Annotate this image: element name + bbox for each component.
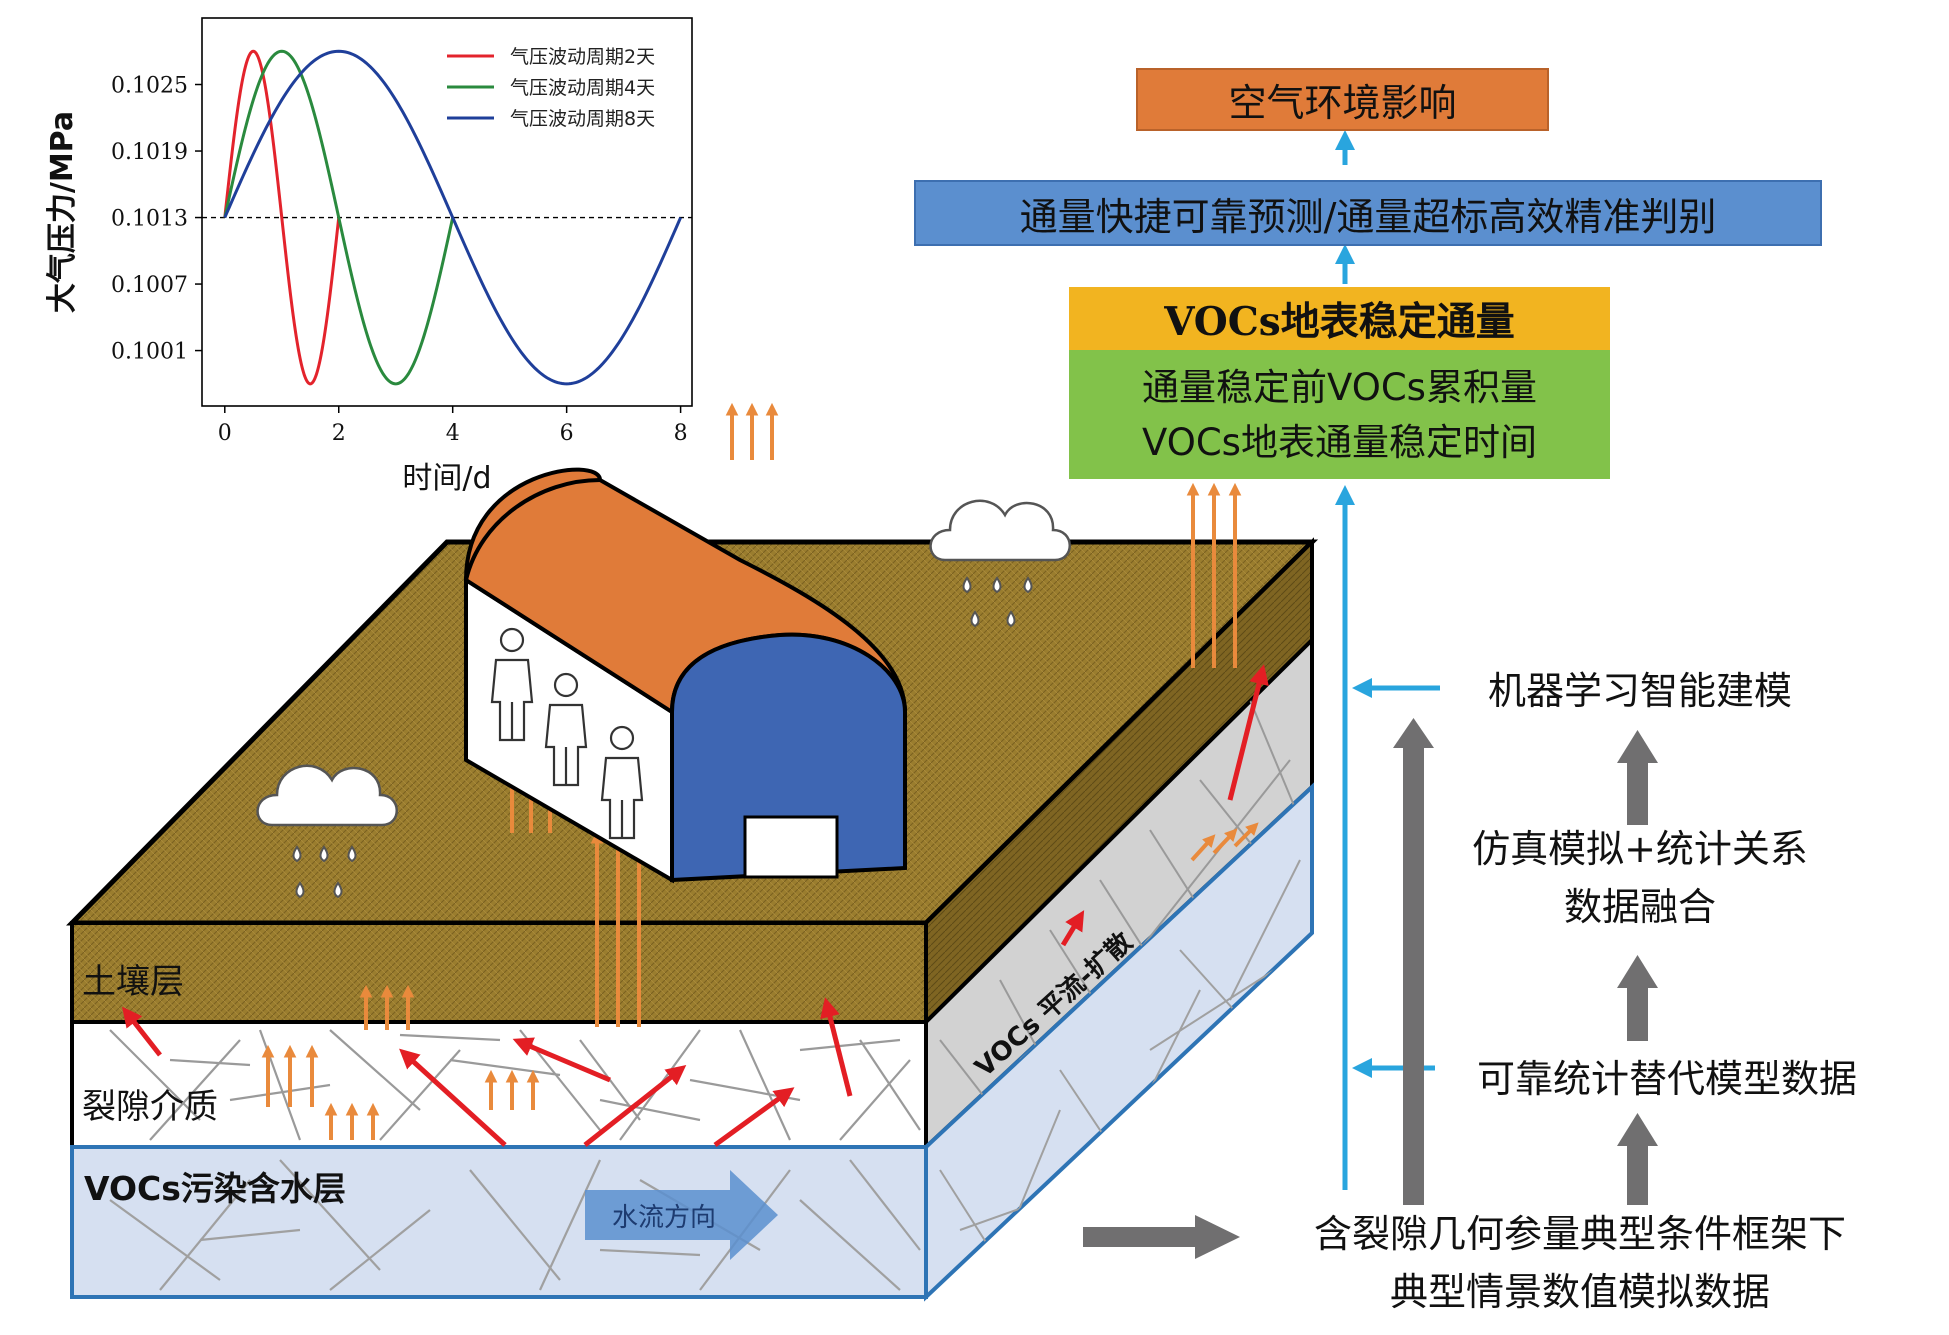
building [463, 467, 908, 884]
y-tick-label: 0.1013 [111, 207, 188, 232]
people-icons [490, 627, 644, 840]
geologic-block: 土壤层 裂隙介质 VOCs污染含水层 水流方向 VOCs 平流-扩散 [66, 402, 1319, 1302]
air-impact-box: 空气环境影响 [1136, 68, 1549, 131]
stable-flux-label: VOCs地表稳定通量 [1164, 298, 1515, 345]
pressure-chart: 0.1001 0.1007 0.1013 0.1019 0.1025 0 2 4 6 8 气压波… [45, 17, 693, 496]
ml-modeling-text: 机器学习智能建模 [1487, 669, 1792, 713]
legend-label: 气压波动周期2天 [510, 46, 655, 68]
water-flow-arrow [585, 1170, 778, 1260]
stable-time-label: VOCs地表通量稳定时间 [1142, 420, 1537, 464]
water-flow-label: 水流方向 [612, 1203, 716, 1233]
surrogate-data-text: 可靠统计替代模型数据 [1476, 1057, 1857, 1101]
cloud-icon [929, 499, 1071, 628]
legend-label: 气压波动周期8天 [510, 108, 655, 130]
accumulation-box: 通量稳定前VOCs累积量 VOCs地表通量稳定时间 [1069, 350, 1610, 479]
stable-flux-box: VOCs地表稳定通量 [1069, 287, 1610, 350]
y-tick-label: 0.1025 [111, 74, 188, 99]
accumulation-label: 通量稳定前VOCs累积量 [1142, 365, 1537, 409]
numerical-line1: 含裂隙几何参量典型条件框架下 [1313, 1212, 1846, 1256]
simulation-line1: 仿真模拟+统计关系 [1472, 827, 1808, 871]
y-tick-label: 0.1001 [111, 340, 188, 365]
prediction-label: 通量快捷可靠预测/通量超标高效精准判别 [1019, 194, 1717, 239]
simulation-line2: 数据融合 [1563, 885, 1716, 929]
x-tick-label: 4 [446, 421, 460, 446]
soil-layer-front [70, 921, 928, 1024]
numerical-line2: 典型情景数值模拟数据 [1389, 1270, 1770, 1314]
fracture-layer-label: 裂隙介质 [82, 1087, 218, 1127]
series-line-1 [223, 49, 341, 386]
x-tick-label: 6 [560, 421, 574, 446]
orange-arrow [1190, 834, 1216, 862]
aquifer-layer-side [924, 782, 1314, 1302]
y-tick-label: 0.1007 [111, 273, 188, 298]
cloud-icon [256, 764, 398, 899]
x-tick-label: 0 [218, 421, 232, 446]
legend-label: 气压波动周期4天 [510, 77, 655, 99]
air-impact-label: 空气环境影响 [1228, 81, 1457, 125]
fracture-lines-front [109, 1029, 921, 1141]
prediction-box: 通量快捷可靠预测/通量超标高效精准判别 [914, 180, 1822, 246]
orange-arrow [1212, 828, 1238, 855]
orange-arrow [1233, 822, 1259, 848]
x-axis-label: 时间/d [402, 461, 491, 496]
red-vocs-arrows [122, 664, 1269, 1148]
chart-frame [201, 17, 693, 407]
simulation-fusion-text: 仿真模拟+统计关系 数据融合 [1420, 820, 1860, 936]
numerical-data-text: 含裂隙几何参量典型条件框架下 典型情景数值模拟数据 [1250, 1205, 1910, 1321]
building-door [743, 815, 839, 879]
soil-layer-label: 土壤层 [82, 962, 184, 1002]
flow-connectors [1083, 130, 1658, 1259]
y-axis-label: 大气压力/MPa [45, 111, 80, 313]
building-front-wall [670, 632, 907, 883]
x-tick-label: 8 [674, 421, 688, 446]
series-line-2 [223, 49, 455, 386]
y-tick-label: 0.1019 [111, 140, 188, 165]
x-tick-label: 2 [332, 421, 346, 446]
series-line-3 [223, 49, 682, 386]
aquifer-layer-label: VOCs污染含水层 [84, 1169, 346, 1208]
